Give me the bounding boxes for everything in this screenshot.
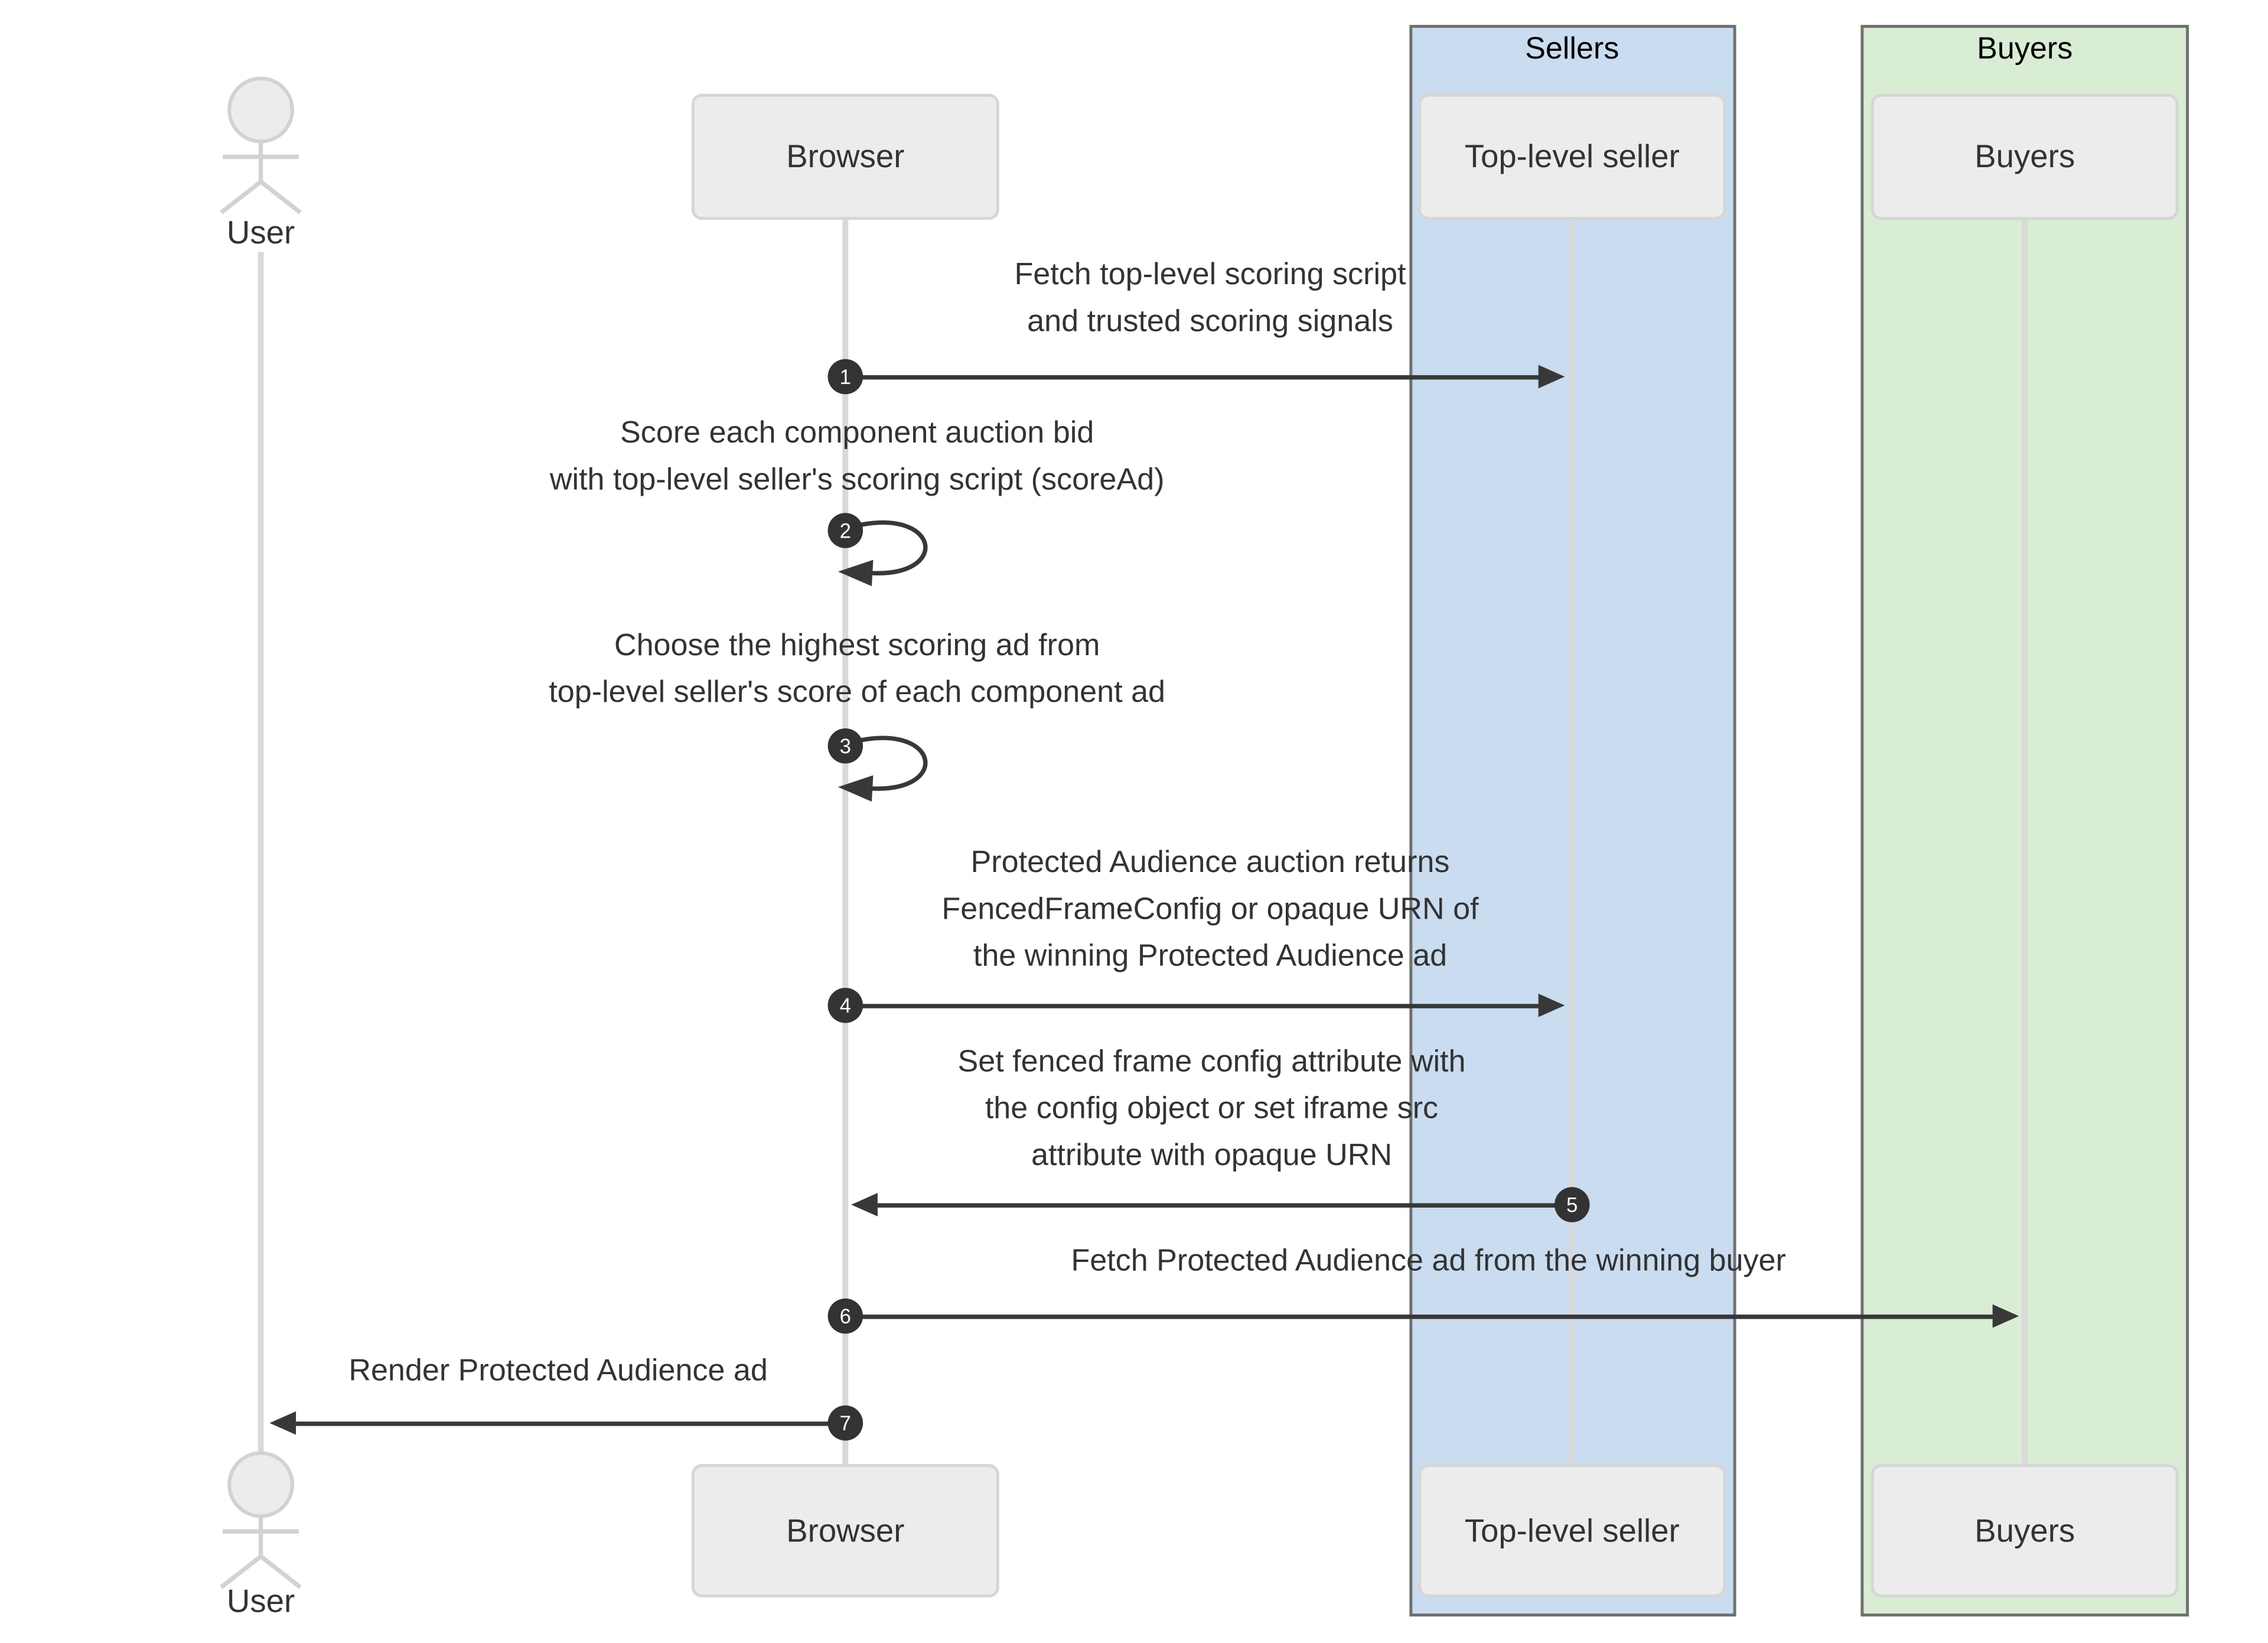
message-3-selfloop-arrow (838, 736, 928, 802)
user-actor-icon (220, 76, 302, 214)
message-7-arrow (296, 1421, 846, 1426)
user-label-bottom: User (226, 1583, 295, 1620)
message-6-number: 6 (827, 1298, 863, 1334)
message-5-number: 5 (1554, 1187, 1590, 1222)
user-actor-icon-bottom (220, 1451, 302, 1589)
buyers-box-bottom: Buyers (1871, 1464, 2179, 1598)
message-5-arrow (877, 1203, 1572, 1208)
top-level-seller-lifeline (1569, 220, 1575, 1465)
browser-lifeline (842, 220, 849, 1465)
message-7-text: Render Protected Audience ad (348, 1354, 768, 1388)
buyers-box-top: Buyers (1871, 93, 2179, 220)
top-level-seller-box-bottom: Top-level seller (1418, 1464, 1726, 1598)
message-5-text: Set fenced frame config attribute with t… (957, 1045, 1466, 1173)
user-lifeline (258, 252, 264, 1454)
message-4-text: Protected Audience auction returns Fence… (941, 845, 1479, 974)
message-1-text: Fetch top-level scoring script and trust… (1014, 258, 1406, 339)
user-label-top: User (226, 214, 295, 251)
message-2-text: Score each component auction bid with to… (549, 416, 1165, 497)
browser-box-top: Browser (691, 93, 999, 220)
buyers-lifeline (2022, 220, 2028, 1465)
buyers-group-label: Buyers (1977, 32, 2073, 66)
message-3-number: 3 (827, 728, 863, 764)
top-level-seller-box-top: Top-level seller (1418, 93, 1726, 220)
message-4-arrowhead (1538, 993, 1565, 1017)
message-1-arrowhead (1538, 365, 1565, 389)
sellers-group-label: Sellers (1525, 32, 1619, 66)
message-2-number: 2 (827, 513, 863, 548)
message-4-number: 4 (827, 987, 863, 1023)
message-6-text: Fetch Protected Audience ad from the win… (1071, 1244, 1786, 1278)
message-1-number: 1 (827, 359, 863, 395)
browser-box-bottom: Browser (691, 1464, 999, 1598)
message-4-arrow (845, 1004, 1542, 1008)
message-1-arrow (845, 375, 1542, 380)
message-6-arrow (845, 1315, 1996, 1319)
message-7-arrowhead (269, 1411, 296, 1435)
message-5-arrowhead (851, 1193, 878, 1216)
message-7-number: 7 (827, 1405, 863, 1441)
message-2-selfloop-arrow (838, 520, 928, 587)
message-6-arrowhead (1992, 1304, 2019, 1328)
message-3-text: Choose the highest scoring ad from top-l… (549, 629, 1166, 710)
